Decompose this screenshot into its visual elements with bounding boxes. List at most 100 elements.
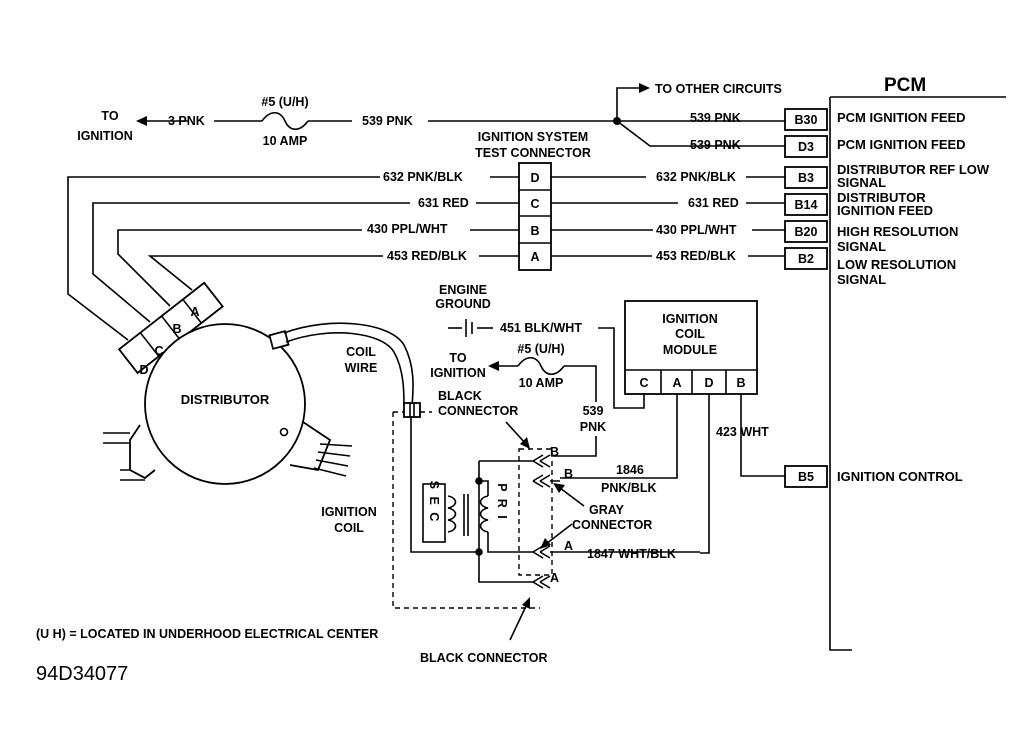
wire-1846-color: PNK/BLK [601, 481, 657, 495]
fuse-rating: 10 AMP [263, 134, 308, 148]
module-to-label: TO [449, 351, 466, 365]
pcm-label-b20-2: SIGNAL [837, 239, 886, 254]
arrow-icon [540, 538, 551, 549]
pcm-pin-b2 [784, 247, 828, 270]
coil-module-label-2: COIL [675, 327, 705, 341]
wire-539-pnk: 539 PNK [362, 114, 413, 128]
wire-632-right: 632 PNK/BLK [656, 170, 736, 184]
coil-sec-label: S E C [427, 481, 441, 524]
pcm-pin-b30 [784, 108, 828, 131]
module-pin-b: B [736, 376, 745, 390]
pcm-title: PCM [884, 75, 926, 96]
coil-tower [403, 402, 421, 418]
module-fuse-rating: 10 AMP [519, 376, 564, 390]
wire-453-left: 453 RED/BLK [387, 249, 467, 263]
wire-1847: 1847 WHT/BLK [587, 547, 676, 561]
wire-539-module: 539 [583, 404, 604, 418]
distributor-cap [144, 323, 306, 485]
fuse-icon [517, 356, 565, 376]
arrow-left-icon [488, 361, 499, 371]
wire-453-right: 453 RED/BLK [656, 249, 736, 263]
wire-631-left: 631 RED [418, 196, 469, 210]
pcm-label-b2-2: SIGNAL [837, 272, 886, 287]
footnote: (U H) = LOCATED IN UNDERHOOD ELECTRICAL … [36, 627, 378, 641]
pcm-label-d3: PCM IGNITION FEED [837, 137, 966, 152]
pcm-pin-b14 [784, 193, 828, 216]
pcm-label-b14: DISTRIBUTOR [837, 190, 926, 205]
pcm-pin-b20-label: B20 [795, 225, 818, 239]
coil-pin-b: B [564, 467, 573, 481]
module-ignition-feed: TO IGNITION #5 (U/H) 10 AMP 539 PNK [430, 342, 606, 457]
wire-632-left: 632 PNK/BLK [383, 170, 463, 184]
wire-451: 451 BLK/WHT [500, 321, 582, 335]
coil-sec-box [422, 483, 446, 543]
wire-423-wht: 423 WHT [716, 425, 769, 439]
test-pin-d: D [530, 171, 539, 185]
module-pin-c: C [639, 376, 648, 390]
coil-pri-label: P R I [495, 483, 509, 521]
ground-label: ENGINE [439, 283, 487, 297]
test-pin-b: B [530, 224, 539, 238]
gray-connector-body [518, 448, 553, 576]
coil-pin-a: A [564, 539, 573, 553]
wire-539-pnk-b30: 539 PNK [690, 111, 741, 125]
ignition-coil-module: IGNITION COIL MODULE C A D B 423 WHT [560, 300, 785, 554]
module-pin-a: A [672, 376, 681, 390]
coil-module-label-3: MODULE [663, 343, 717, 357]
test-pin-a: A [530, 250, 539, 264]
wire-3-pnk: 3 PNK [168, 114, 205, 128]
pcm-label-b14-2: IGNITION FEED [837, 203, 933, 218]
wire-430-left: 430 PPL/WHT [367, 222, 448, 236]
module-to-ignition-label: IGNITION [430, 366, 486, 380]
pcm-pin-b5-label: B5 [798, 470, 814, 484]
wire-1846: 1846 [616, 463, 644, 477]
engine-ground: ENGINE GROUND 451 BLK/WHT [435, 283, 645, 409]
arrow-icon [522, 597, 530, 609]
ignition-coil: IGNITION COIL S E C P R I B B A A BLACK … [321, 389, 700, 665]
pcm-label-b5: IGNITION CONTROL [837, 469, 963, 484]
distributor: D C B A DISTRIBUTOR COIL WIRE [103, 281, 414, 485]
wire-430-right: 430 PPL/WHT [656, 223, 737, 237]
ignition-coil-label-2: COIL [334, 521, 364, 535]
black-connector-label: BLACK [438, 389, 482, 403]
gray-connector-label-2: CONNECTOR [572, 518, 652, 532]
ignition-system-test-connector: IGNITION SYSTEM TEST CONNECTOR D C B A 6… [67, 130, 785, 341]
dist-pin-a: A [190, 305, 199, 319]
pcm-pin-d3-label: D3 [798, 140, 814, 154]
black-connector-label-2: CONNECTOR [438, 404, 518, 418]
coil-wire-boot [268, 330, 290, 350]
ground-label-2: GROUND [435, 297, 491, 311]
pcm-pin-b2-label: B2 [798, 252, 814, 266]
pcm-label-b20: HIGH RESOLUTION [837, 224, 958, 239]
fuse-name: #5 (U/H) [261, 95, 308, 109]
to-other-circuits: TO OTHER CIRCUITS [655, 82, 782, 96]
wire-631-right: 631 RED [688, 196, 739, 210]
coil-pin-b-top: B [550, 445, 559, 459]
pcm-label-b3: DISTRIBUTOR REF LOW [837, 162, 990, 177]
pcm-label-b30: PCM IGNITION FEED [837, 110, 966, 125]
coil-module-label-1: IGNITION [662, 312, 718, 326]
test-pin-c: C [530, 197, 539, 211]
dist-pin-c: C [154, 344, 163, 358]
test-connector-title: IGNITION SYSTEM [478, 130, 588, 144]
coil-winding-sec [447, 495, 457, 533]
pcm-pin-b3-label: B3 [798, 171, 814, 185]
pcm: PCM B30 D3 B3 B14 B20 B2 B5 PCM IGNITION… [784, 75, 1006, 651]
wire-539-pnk-d3: 539 PNK [690, 138, 741, 152]
to-ignition-label: TO [101, 109, 118, 123]
pcm-pin-b30-label: B30 [795, 113, 818, 127]
gray-connector-label: GRAY [589, 503, 625, 517]
coil-pin-a-bottom: A [550, 571, 559, 585]
coil-module-body [624, 300, 758, 395]
coil-wire-label-2: WIRE [345, 361, 378, 375]
dist-pin-b: B [172, 322, 181, 336]
figure-id: 94D34077 [36, 663, 128, 685]
ignition-coil-label: IGNITION [321, 505, 377, 519]
module-pin-d: D [704, 376, 713, 390]
test-connector-title-2: TEST CONNECTOR [475, 146, 591, 160]
ignition-feed-top: TO IGNITION 3 PNK #5 (U/H) 10 AMP 539 PN… [77, 82, 785, 152]
dist-pin-d: D [139, 363, 148, 377]
ground-icon [465, 319, 473, 337]
coil-winding-pri [479, 495, 489, 533]
arrow-right-icon [639, 83, 650, 93]
